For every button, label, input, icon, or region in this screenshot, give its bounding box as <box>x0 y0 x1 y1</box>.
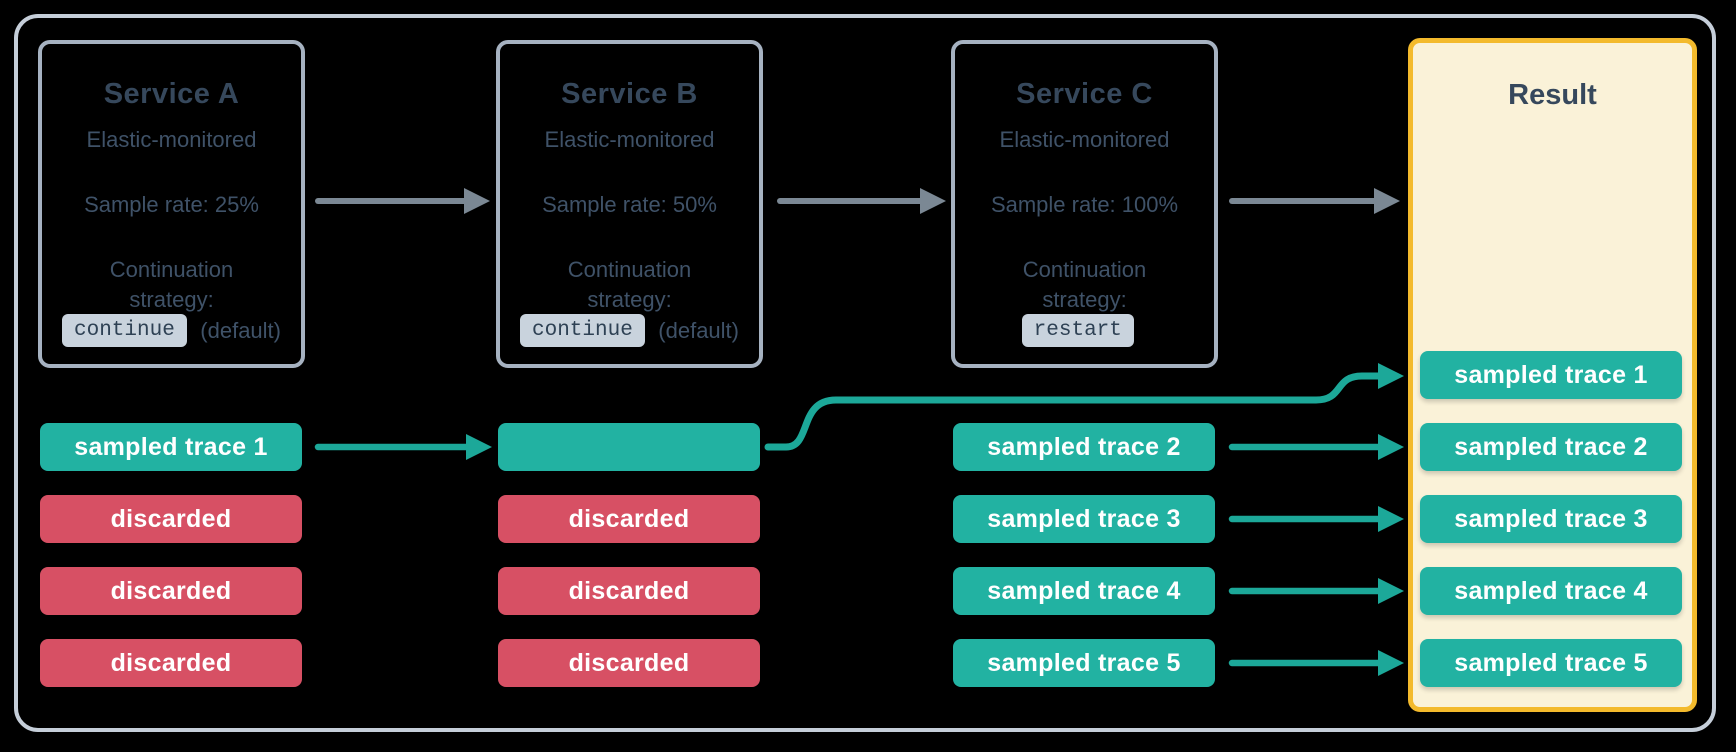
trace-badge-b-sampled-1-unlabeled <box>498 423 760 471</box>
service-c-strategy-label: strategy: <box>1042 287 1127 312</box>
trace-badge-c-sampled-2: sampled trace 2 <box>953 423 1215 471</box>
service-a-strategy-note: (default) <box>200 317 281 343</box>
service-a-box: Service A Elastic-monitored Sample rate:… <box>38 40 305 368</box>
result-title: Result <box>1508 79 1597 111</box>
service-b-box: Service B Elastic-monitored Sample rate:… <box>496 40 763 368</box>
service-b-strategy-label: strategy: <box>587 287 672 312</box>
trace-badge-b-discarded-3: discarded <box>498 639 760 687</box>
service-a-title: Service A <box>103 78 240 110</box>
service-c-title: Service C <box>1016 78 1153 110</box>
service-b-strategy-code-badge: continue <box>520 314 645 347</box>
result-trace-badge-1: sampled trace 1 <box>1420 351 1682 399</box>
service-b-sample-rate: Sample rate: 50% <box>542 192 717 217</box>
trace-badge-a-sampled-1: sampled trace 1 <box>40 423 302 471</box>
service-b-title: Service B <box>561 78 698 110</box>
outer-frame <box>14 14 1716 732</box>
service-b-strategy-row: continue (default) <box>500 314 759 347</box>
service-c-strategy-row: restart <box>955 314 1214 347</box>
service-c-monitoring: Elastic-monitored <box>999 127 1170 152</box>
trace-badge-a-discarded-2: discarded <box>40 567 302 615</box>
service-a-strategy-code-badge: continue <box>62 314 187 347</box>
trace-badge-a-discarded-1: discarded <box>40 495 302 543</box>
service-a-sample-rate: Sample rate: 25% <box>84 192 259 217</box>
service-c-continuation: Continuation <box>1022 257 1147 282</box>
service-a-strategy-label: strategy: <box>129 287 214 312</box>
result-trace-badge-5: sampled trace 5 <box>1420 639 1682 687</box>
service-b-continuation: Continuation <box>567 257 692 282</box>
service-c-sample-rate: Sample rate: 100% <box>990 192 1179 217</box>
service-b-monitoring: Elastic-monitored <box>544 127 715 152</box>
service-b-strategy-note: (default) <box>658 317 739 343</box>
result-trace-badge-2: sampled trace 2 <box>1420 423 1682 471</box>
result-trace-badge-4: sampled trace 4 <box>1420 567 1682 615</box>
service-a-strategy-row: continue (default) <box>42 314 301 347</box>
trace-badge-c-sampled-4: sampled trace 4 <box>953 567 1215 615</box>
service-c-strategy-code-badge: restart <box>1021 314 1134 347</box>
service-a-monitoring: Elastic-monitored <box>86 127 257 152</box>
service-c-box: Service C Elastic-monitored Sample rate:… <box>951 40 1218 368</box>
trace-badge-c-sampled-5: sampled trace 5 <box>953 639 1215 687</box>
trace-badge-b-discarded-2: discarded <box>498 567 760 615</box>
trace-badge-a-discarded-3: discarded <box>40 639 302 687</box>
trace-badge-b-discarded-1: discarded <box>498 495 760 543</box>
service-a-continuation: Continuation <box>109 257 234 282</box>
trace-badge-c-sampled-3: sampled trace 3 <box>953 495 1215 543</box>
result-trace-badge-3: sampled trace 3 <box>1420 495 1682 543</box>
